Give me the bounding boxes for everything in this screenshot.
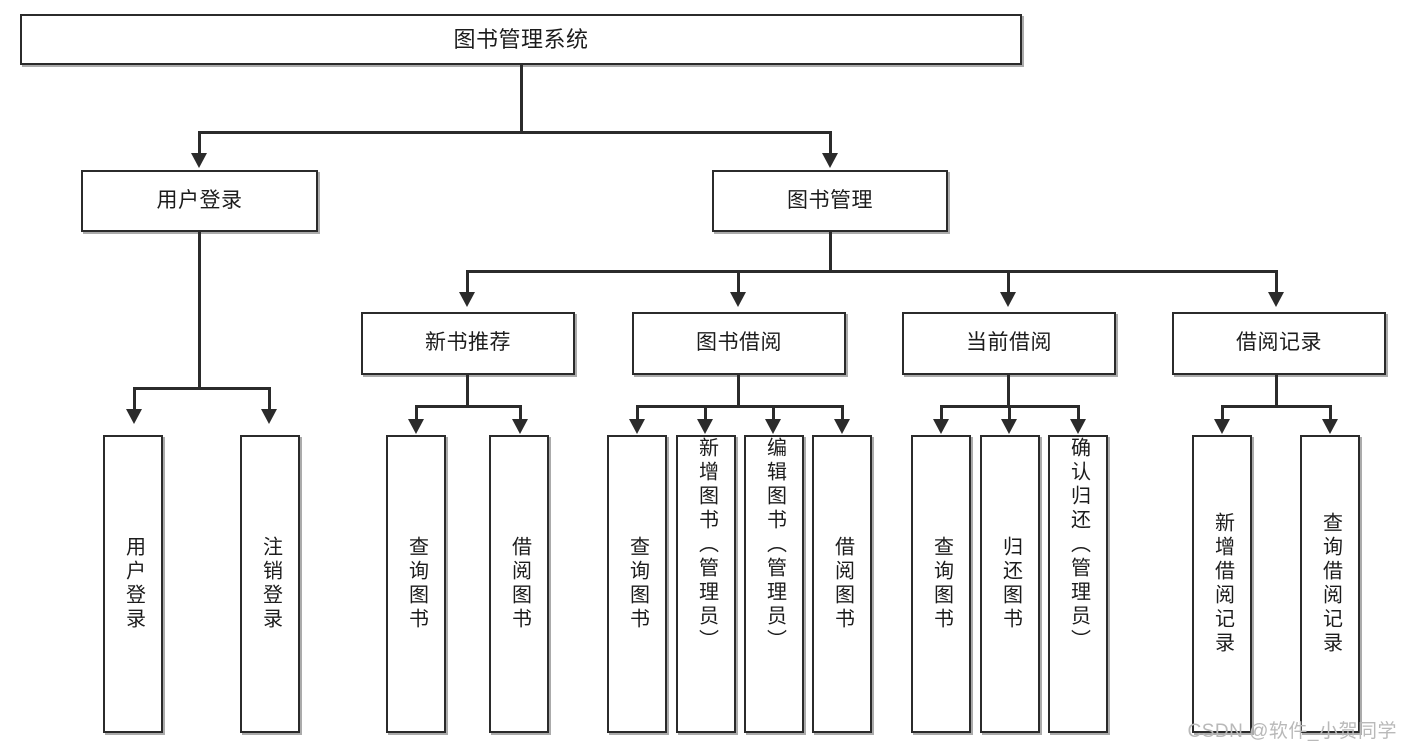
connector-borrow-record-drop-1 xyxy=(1221,405,1224,419)
arrowhead-leaf-book-borrow-3 xyxy=(765,419,781,434)
node-book-borrow-label: 图书借阅 xyxy=(696,331,782,355)
leaf-label: 确认归还（管理员） xyxy=(1067,437,1090,653)
arrowhead-leaf-borrow-record-1 xyxy=(1214,419,1230,434)
arrowhead-user-login xyxy=(191,153,207,168)
arrowhead-current-borrow xyxy=(1000,292,1016,307)
leaf-book-borrow-edit[interactable]: 编辑图书（管理员） xyxy=(744,435,804,733)
connector-root-stem xyxy=(520,65,523,131)
node-user-login[interactable]: 用户登录 xyxy=(81,170,318,232)
leaf-borrow-record-query[interactable]: 查询借阅记录 xyxy=(1300,435,1360,733)
connector-book-borrow-bus xyxy=(636,405,844,408)
connector-level3-drop-3 xyxy=(1007,270,1010,292)
node-root-label: 图书管理系统 xyxy=(453,26,589,52)
node-current-borrow[interactable]: 当前借阅 xyxy=(902,312,1116,375)
connector-book-borrow-drop-4 xyxy=(841,405,844,419)
arrowhead-leaf-current-borrow-2 xyxy=(1001,419,1017,434)
connector-book-borrow-drop-2 xyxy=(704,405,707,419)
node-book-manage[interactable]: 图书管理 xyxy=(712,170,948,232)
leaf-label: 新增图书（管理员） xyxy=(695,437,718,653)
connector-level3-bus xyxy=(466,270,1278,273)
connector-user-login-drop-1 xyxy=(133,387,136,409)
connector-user-login-stem xyxy=(198,232,201,387)
arrowhead-book-borrow xyxy=(730,292,746,307)
leaf-label: 用户登录 xyxy=(122,536,145,632)
connector-level3-drop-4 xyxy=(1275,270,1278,292)
node-borrow-record[interactable]: 借阅记录 xyxy=(1172,312,1386,375)
connector-new-book-bus xyxy=(415,405,522,408)
node-current-borrow-label: 当前借阅 xyxy=(966,331,1052,355)
arrowhead-leaf-book-borrow-2 xyxy=(697,419,713,434)
node-user-login-label: 用户登录 xyxy=(156,188,243,212)
leaf-borrow-record-add[interactable]: 新增借阅记录 xyxy=(1192,435,1252,733)
connector-book-borrow-drop-3 xyxy=(772,405,775,419)
leaf-current-borrow-confirm[interactable]: 确认归还（管理员） xyxy=(1048,435,1108,733)
connector-borrow-record-stem xyxy=(1275,375,1278,405)
connector-book-borrow-drop-1 xyxy=(636,405,639,419)
connector-current-borrow-drop-1 xyxy=(940,405,943,419)
arrowhead-book-manage xyxy=(822,153,838,168)
node-book-manage-label: 图书管理 xyxy=(787,188,873,212)
leaf-new-book-query[interactable]: 查询图书 xyxy=(386,435,446,733)
leaf-label: 借阅图书 xyxy=(508,536,531,632)
leaf-label: 注销登录 xyxy=(259,536,282,632)
leaf-label: 查询借阅记录 xyxy=(1319,512,1342,656)
leaf-current-borrow-query[interactable]: 查询图书 xyxy=(911,435,971,733)
connector-current-borrow-drop-3 xyxy=(1077,405,1080,419)
leaf-label: 编辑图书（管理员） xyxy=(763,437,786,653)
leaf-label: 查询图书 xyxy=(626,536,649,632)
arrowhead-leaf-new-book-1 xyxy=(408,419,424,434)
connector-book-borrow-stem xyxy=(737,375,740,405)
connector-root-bus xyxy=(198,131,832,134)
arrowhead-leaf-borrow-record-2 xyxy=(1322,419,1338,434)
connector-borrow-record-bus xyxy=(1221,405,1332,408)
node-borrow-record-label: 借阅记录 xyxy=(1236,331,1322,355)
arrowhead-leaf-user-login-2 xyxy=(261,409,277,424)
connector-root-drop-right xyxy=(829,131,832,153)
connector-root-drop-left xyxy=(198,131,201,153)
arrowhead-leaf-book-borrow-4 xyxy=(834,419,850,434)
leaf-label: 查询图书 xyxy=(930,536,953,632)
arrowhead-leaf-new-book-2 xyxy=(512,419,528,434)
connector-current-borrow-drop-2 xyxy=(1008,405,1011,419)
arrowhead-leaf-current-borrow-1 xyxy=(933,419,949,434)
leaf-label: 归还图书 xyxy=(999,536,1022,632)
leaf-label: 借阅图书 xyxy=(831,536,854,632)
leaf-book-borrow-borrow[interactable]: 借阅图书 xyxy=(812,435,872,733)
leaf-user-login-login[interactable]: 用户登录 xyxy=(103,435,163,733)
csdn-watermark: CSDN @软件_小贺同学 xyxy=(1187,721,1397,742)
leaf-current-borrow-return[interactable]: 归还图书 xyxy=(980,435,1040,733)
node-root[interactable]: 图书管理系统 xyxy=(20,14,1022,65)
leaf-book-borrow-query[interactable]: 查询图书 xyxy=(607,435,667,733)
connector-current-borrow-stem xyxy=(1007,375,1010,405)
connector-user-login-bus xyxy=(133,387,271,390)
arrowhead-leaf-user-login-1 xyxy=(126,409,142,424)
connector-new-book-drop-1 xyxy=(415,405,418,419)
connector-new-book-drop-2 xyxy=(519,405,522,419)
connector-book-manage-stem xyxy=(829,232,832,270)
arrowhead-leaf-book-borrow-1 xyxy=(629,419,645,434)
node-new-book-recommend-label: 新书推荐 xyxy=(425,331,511,355)
leaf-new-book-borrow[interactable]: 借阅图书 xyxy=(489,435,549,733)
connector-new-book-stem xyxy=(466,375,469,405)
connector-borrow-record-drop-2 xyxy=(1329,405,1332,419)
arrowhead-leaf-current-borrow-3 xyxy=(1070,419,1086,434)
node-book-borrow[interactable]: 图书借阅 xyxy=(632,312,846,375)
leaf-label: 新增借阅记录 xyxy=(1211,512,1234,656)
arrowhead-new-book xyxy=(459,292,475,307)
leaf-user-login-logout[interactable]: 注销登录 xyxy=(240,435,300,733)
arrowhead-borrow-record xyxy=(1268,292,1284,307)
connector-user-login-drop-2 xyxy=(268,387,271,409)
leaf-label: 查询图书 xyxy=(405,536,428,632)
connector-level3-drop-2 xyxy=(737,270,740,292)
connector-level3-drop-1 xyxy=(466,270,469,292)
node-new-book-recommend[interactable]: 新书推荐 xyxy=(361,312,575,375)
leaf-book-borrow-add[interactable]: 新增图书（管理员） xyxy=(676,435,736,733)
